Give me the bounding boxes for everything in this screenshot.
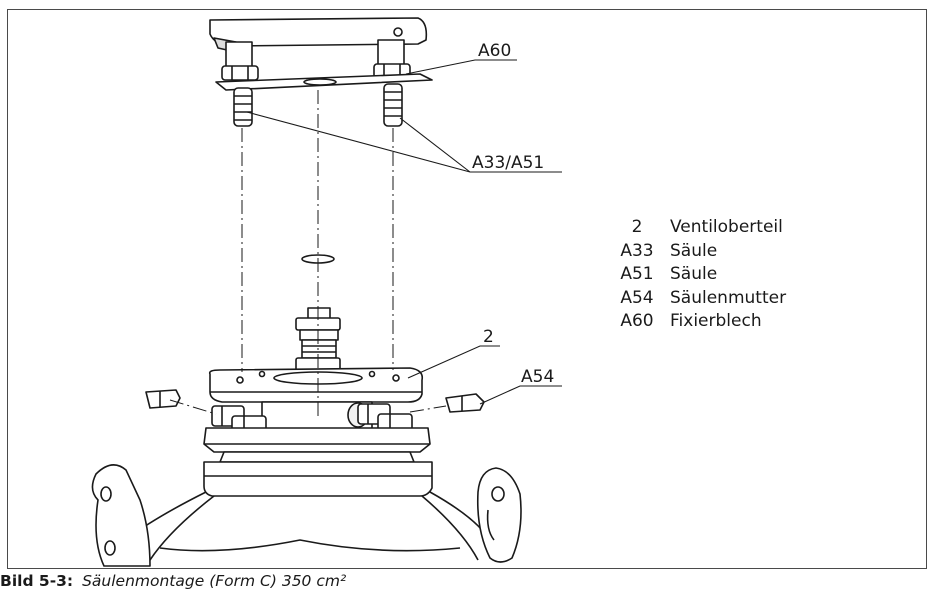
caption-text: Säulenmontage (Form C) 350 cm² [82, 572, 347, 590]
nut-a54-right [445, 393, 485, 413]
valve-bonnet [208, 367, 424, 403]
pipe-flange-right [476, 467, 522, 563]
yoke-bridge [209, 17, 428, 69]
body-flange-lower [203, 461, 433, 497]
callout-a33-a51: A33/A51 [472, 153, 544, 173]
axis-line-nut-right [409, 405, 447, 413]
body-neck [261, 401, 373, 431]
body-flange-upper [203, 427, 431, 453]
legend-item: A33 Säule [614, 240, 786, 264]
legend-text: Säulenmutter [670, 287, 787, 308]
callout-a60: A60 [478, 41, 511, 61]
leader-a33-right [399, 117, 471, 173]
legend-number: 2 [631, 217, 643, 237]
leader-a33-left [246, 111, 471, 173]
legend-number: A51 [620, 264, 654, 285]
figure-frame [7, 9, 927, 569]
legend-number: A54 [620, 287, 654, 308]
valve-body-lower [119, 491, 493, 561]
figure-caption: Bild 5-3: Säulenmontage (Form C) 350 cm² [0, 572, 346, 590]
legend-number: A33 [620, 240, 654, 261]
leader-part2 [407, 345, 500, 379]
caption-label: Bild 5-3: [0, 572, 74, 590]
body-ring [219, 451, 415, 463]
leader-a60 [405, 59, 517, 75]
legend-item: A51 Säule [614, 263, 786, 287]
legend-text: Säule [670, 264, 718, 285]
legend-item: A60 Fixierblech [614, 310, 786, 334]
legend-number: A60 [620, 311, 654, 332]
legend-item: A54 Säulenmutter [614, 287, 786, 311]
legend-item: 2 Ventiloberteil [614, 216, 786, 240]
nut-a54-left [145, 389, 181, 409]
callout-a54: A54 [521, 367, 554, 387]
legend-text: Fixierblech [670, 311, 762, 332]
legend-text: Ventiloberteil [670, 217, 783, 237]
leader-a54 [479, 385, 562, 405]
parts-legend: 2 Ventiloberteil A33 Säule A51 Säule A54… [614, 216, 786, 334]
axis-line-nut-left [169, 399, 217, 415]
stud-left [233, 87, 253, 127]
stud-right [383, 83, 403, 127]
top-nut-left [221, 65, 259, 81]
legend-text: Säule [670, 240, 718, 261]
fixing-plate-a60 [215, 73, 433, 91]
callout-part2: 2 [483, 327, 494, 347]
pipe-flange-left [91, 464, 151, 567]
